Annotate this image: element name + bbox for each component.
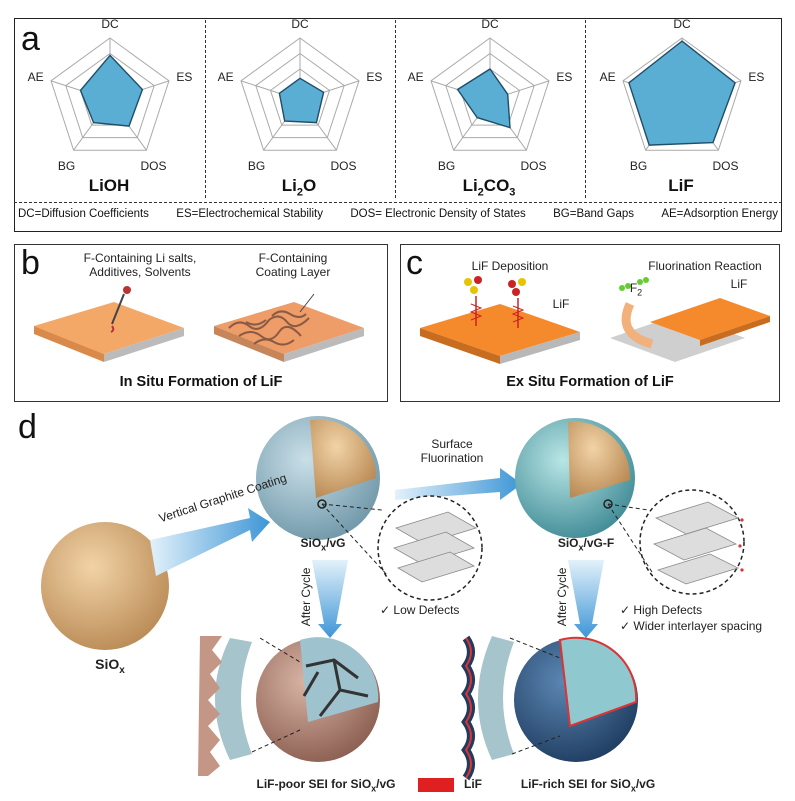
radar-axis-label: ES <box>176 70 192 84</box>
radar-2: DC ES DOS BG AE <box>408 17 573 173</box>
radar-grid <box>240 37 360 151</box>
panel-a-divider-2 <box>395 20 396 198</box>
panel-b-letter: b <box>21 244 40 282</box>
panel-c-right-label: Fluorination Reaction <box>648 259 762 273</box>
radar-3: DC ES DOS BG AE <box>600 17 765 173</box>
legend-es: ES=Electrochemical Stability <box>176 208 323 220</box>
label-after-cycle-left: After Cycle <box>299 567 314 627</box>
panel-d-illustration <box>41 416 745 792</box>
label-siox-vg: SiOx/vG <box>300 536 346 553</box>
panel-a-divider-1 <box>205 20 206 198</box>
radar-axis-label: DC <box>481 17 499 31</box>
radar-title-lioh: LiOH <box>88 176 130 195</box>
label-high-defects: ✓ High Defects <box>620 603 703 617</box>
radar-value-polygon <box>79 54 144 127</box>
radar-title-lif: LiF <box>668 176 694 195</box>
panel-c-illustration <box>420 276 770 364</box>
radar-axis-label: AE <box>600 70 616 84</box>
label-lif-poor-sei: LiF-poor SEI for SiOx/vG <box>256 777 396 794</box>
panel-a-legend: DC=Diffusion Coefficients ES=Electrochem… <box>18 208 778 220</box>
radar-axis-label: BG <box>58 159 75 173</box>
radar-grid <box>622 37 742 151</box>
label-low-defects: ✓ Low Defects <box>380 603 460 617</box>
radar-value-polygon <box>278 77 325 124</box>
radar-axis-label: BG <box>438 159 455 173</box>
radar-grid <box>269 68 331 126</box>
radar-axis-label: DOS <box>712 159 738 173</box>
radar-axis-label: ES <box>556 70 572 84</box>
legend-ae: AE=Adsorption Energy <box>661 208 778 220</box>
radar-value-polygon <box>456 68 511 129</box>
legend-bg: BG=Band Gaps <box>553 208 634 220</box>
radar-grid <box>65 52 155 139</box>
radar-1: DC ES DOS BG AE <box>218 17 383 173</box>
radar-axis-label: DC <box>291 17 309 31</box>
panel-b-caption: In Situ Formation of LiF <box>119 374 283 390</box>
radar-axis-label: DOS <box>330 159 356 173</box>
radar-axis-label: BG <box>630 159 647 173</box>
label-siox-vg-f: SiOx/vG-F <box>557 536 615 553</box>
radar-grid <box>445 52 535 139</box>
radar-axis-label: ES <box>748 70 764 84</box>
legend-dos: DOS= Electronic Density of States <box>350 208 526 220</box>
radar-axis-label: AE <box>28 70 44 84</box>
panel-d-letter: d <box>18 408 37 446</box>
label-after-cycle-right: After Cycle <box>555 567 570 627</box>
label-wider-spacing: ✓ Wider interlayer spacing <box>620 619 763 633</box>
panel-a-divider-3 <box>585 20 586 198</box>
panel-b-left-label: F-Containing Li salts, Additives, Solven… <box>83 251 197 279</box>
legend-dc: DC=Diffusion Coefficients <box>18 208 149 220</box>
radar-grid <box>255 52 345 139</box>
radar-axis-label: AE <box>218 70 234 84</box>
panel-a-legend-divider <box>14 202 782 203</box>
label-surface-fluorination: Surface Fluorination <box>420 437 484 465</box>
label-lif-legend: LiF <box>464 777 482 791</box>
panel-c-caption: Ex Situ Formation of LiF <box>506 374 674 390</box>
radar-0: DC ES DOS BG AE <box>28 17 193 173</box>
radar-axis-label: ES <box>366 70 382 84</box>
radar-axis-label: DOS <box>520 159 546 173</box>
panel-c-gas: F2 <box>629 281 643 298</box>
panel-c-left-label: LiF Deposition <box>471 259 549 273</box>
radar-title-li2co3: Li2CO3 <box>462 176 516 199</box>
panel-c-right-layer: LiF <box>730 277 748 291</box>
radar-grid <box>430 37 550 151</box>
radar-value-polygon <box>628 40 736 146</box>
panel-a-frame <box>14 18 782 232</box>
panel-c-left-layer: LiF <box>552 297 570 311</box>
panel-c-letter: c <box>406 244 423 282</box>
panel-b-right-label: F-Containing Coating Layer <box>255 251 331 279</box>
radar-axis-label: AE <box>408 70 424 84</box>
panel-a-letter: a <box>21 20 40 58</box>
radar-grid <box>50 37 170 151</box>
panel-b-illustration <box>34 286 364 362</box>
radar-title-li2o: Li2O <box>281 176 317 199</box>
radar-axis-label: DC <box>673 17 691 31</box>
radar-axis-label: BG <box>248 159 265 173</box>
label-lif-rich-sei: LiF-rich SEI for SiOx/vG <box>520 777 656 794</box>
radar-charts: DC ES DOS BG AE DC ES DOS BG AE DC ES DOS BG AE DC ES DOS… <box>28 17 765 173</box>
radar-axis-label: DOS <box>140 159 166 173</box>
label-siox: SiOx <box>95 656 125 676</box>
radar-axis-label: DC <box>101 17 119 31</box>
